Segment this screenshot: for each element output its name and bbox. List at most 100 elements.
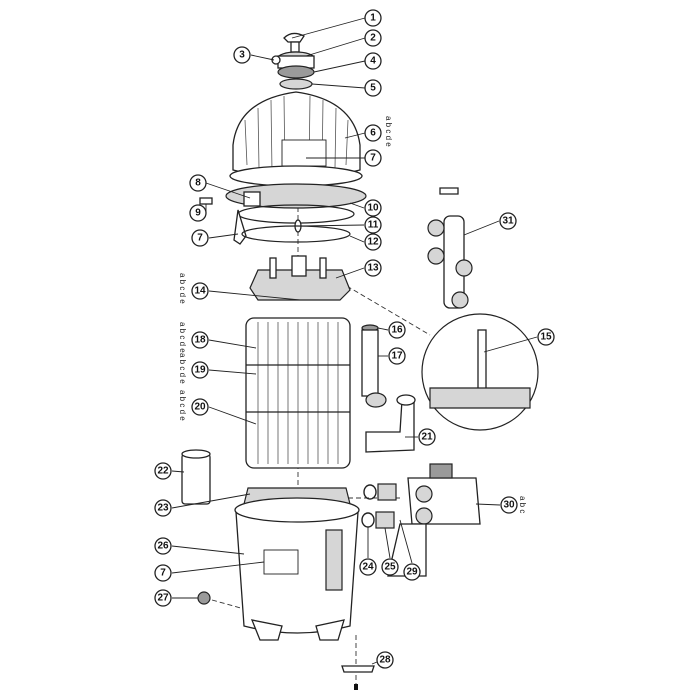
svg-text:20: 20: [194, 402, 206, 413]
valve-handle: [439, 187, 459, 195]
manifold-post-left: [269, 257, 277, 279]
callout-25: 25: [381, 558, 399, 576]
multiport-handle: [429, 463, 453, 479]
callout-15: 15: [537, 328, 555, 346]
tank-foot-left: [250, 619, 283, 641]
callout-7-lid: 7: [364, 149, 382, 167]
vent-oring: [277, 65, 315, 79]
cartridge-elements: [245, 317, 351, 469]
svg-text:1: 1: [370, 13, 376, 24]
callout-19: 19: [191, 361, 209, 379]
diverter-valve: [427, 187, 473, 309]
callout-8: 8: [189, 174, 207, 192]
callout-2: 2: [364, 29, 382, 47]
elbow: [365, 399, 415, 453]
svg-text:26: 26: [157, 541, 169, 552]
leader-19: [208, 369, 257, 375]
tank-body: [234, 497, 360, 641]
callout-23: 23: [154, 499, 172, 517]
leader-30: [475, 503, 501, 506]
leader-7c: [171, 561, 265, 574]
clip-body: [341, 665, 375, 673]
callout-3: 3: [233, 46, 251, 64]
leader-16: [377, 327, 389, 331]
svg-text:13: 13: [367, 263, 379, 274]
clamp-ring: [225, 183, 367, 209]
svg-text:8: 8: [195, 178, 201, 189]
svg-text:27: 27: [157, 593, 169, 604]
union-lower: [375, 511, 395, 529]
leader-11: [300, 224, 365, 227]
leader-20: [208, 406, 257, 425]
callout-20: 20: [191, 398, 209, 416]
callout-4: 4: [364, 52, 382, 70]
callout-17: 17: [388, 347, 406, 365]
variants-18: a b c d e: [178, 322, 187, 353]
svg-text:18: 18: [194, 335, 206, 346]
leader-18: [208, 339, 257, 349]
callout-30: 30: [500, 496, 518, 514]
standpipe: [361, 329, 379, 397]
cap-top: [181, 449, 211, 459]
svg-text:12: 12: [367, 237, 379, 248]
lid-label: [281, 139, 327, 167]
leader-8: [205, 182, 251, 199]
variants-20: a b c d e: [178, 390, 187, 421]
drain-plug-body: [197, 591, 211, 605]
cap-body: [181, 453, 211, 505]
leader-lines: [171, 17, 538, 665]
callout-31: 31: [499, 212, 517, 230]
svg-text:7: 7: [160, 568, 166, 579]
svg-text:28: 28: [379, 655, 391, 666]
svg-text:7: 7: [370, 153, 376, 164]
union-oring-lower: [361, 512, 375, 528]
clip: [341, 665, 375, 690]
guide-line-detail: [339, 281, 431, 336]
clamp-latch: [243, 191, 261, 207]
svg-text:19: 19: [194, 365, 206, 376]
valve-port-upper: [427, 219, 445, 237]
leader-28: [371, 661, 378, 665]
leader-14: [208, 290, 301, 301]
svg-text:11: 11: [368, 220, 379, 231]
leader-2: [305, 37, 366, 57]
lid-ribs: [244, 95, 349, 175]
callout-7-tank: 7: [154, 564, 172, 582]
callout-22: 22: [154, 462, 172, 480]
tank-label: [263, 549, 299, 575]
callout-1: 1: [364, 9, 382, 27]
leader-6: [344, 132, 366, 139]
valve-port-side: [455, 259, 473, 277]
leader-23: [171, 493, 251, 509]
svg-text:16: 16: [391, 325, 403, 336]
gasket: [241, 225, 351, 243]
manifold: [249, 255, 351, 301]
svg-text:17: 17: [391, 351, 403, 362]
variants-30: a b c: [518, 496, 527, 513]
svg-text:5: 5: [370, 83, 376, 94]
svg-text:29: 29: [406, 567, 418, 578]
callout-24: 24: [359, 558, 377, 576]
leader-3: [250, 54, 275, 61]
svg-text:7: 7: [197, 233, 203, 244]
detail-base: [429, 387, 531, 409]
svg-text:2: 2: [370, 33, 376, 44]
leader-1: [291, 17, 366, 39]
svg-text:23: 23: [157, 503, 169, 514]
air-relief-assembly: [271, 32, 315, 90]
leader-10: [349, 202, 365, 209]
leader-13: [335, 267, 365, 279]
multiport-port-2: [415, 507, 433, 525]
callout-11: 11: [364, 216, 382, 234]
svg-text:9: 9: [195, 208, 201, 219]
callout-5: 5: [364, 79, 382, 97]
callout-28: 28: [376, 651, 394, 669]
valve-port-lower: [427, 247, 445, 265]
svg-text:25: 25: [384, 562, 396, 573]
callout-14: 14: [191, 282, 209, 300]
svg-text:24: 24: [362, 562, 374, 573]
svg-text:22: 22: [157, 466, 169, 477]
svg-text:30: 30: [503, 500, 515, 511]
clip-screw: [354, 684, 358, 690]
callout-16: 16: [388, 321, 406, 339]
